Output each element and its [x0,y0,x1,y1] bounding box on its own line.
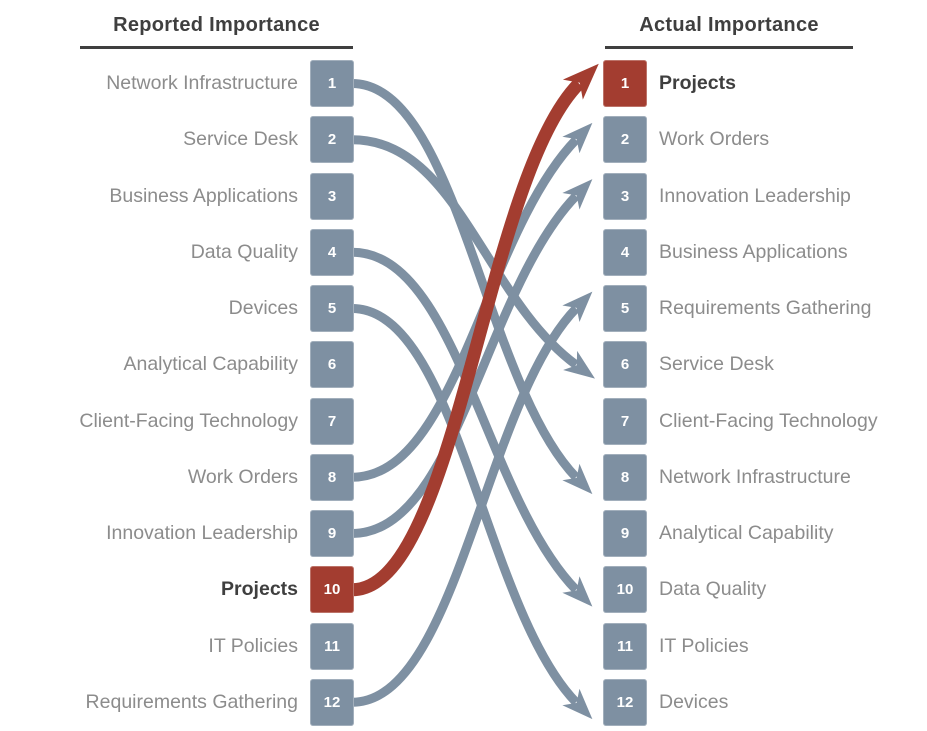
flow-arrow-9-to-3 [351,179,593,538]
rank-box-right-2: 2 [603,116,647,164]
rank-box-left-3: 3 [310,172,354,220]
rank-box-left-2: 2 [310,116,354,164]
rank-box-left-7: 7 [310,397,354,445]
flow-arrow-8-to-2 [351,122,593,482]
item-label-right-3: Innovation Leadership [659,184,851,207]
rank-box-right-3: 3 [603,172,647,220]
item-label-left-12: Requirements Gathering [85,690,298,713]
rank-box-right-4: 4 [603,228,647,276]
flow-arrow-1-to-8 [351,79,593,495]
flow-arrow-12-to-5 [351,291,593,707]
rank-box-left-9: 9 [310,510,354,557]
item-label-right-7: Client-Facing Technology [659,409,878,432]
rank-box-left-4: 4 [310,228,354,276]
actual-title-underline [605,46,853,49]
item-label-left-8: Work Orders [187,465,298,488]
flow-arrow-2-to-6 [351,135,595,379]
rank-box-left-11: 11 [310,622,354,670]
item-label-right-5: Requirements Gathering [659,297,872,319]
item-label-left-6: Analytical Capability [123,353,298,376]
item-label-right-6: Service Desk [659,353,774,376]
rank-box-left-8: 8 [310,453,354,501]
item-label-right-10: Data Quality [659,578,767,601]
item-label-right-4: Business Applications [659,240,848,263]
item-label-left-7: Client-Facing Technology [79,409,298,432]
rank-box-right-12: 12 [603,678,647,726]
rank-box-right-11: 11 [603,622,647,670]
flow-arrow-5-to-12 [351,304,593,720]
rank-box-left-12: 12 [310,678,354,726]
rank-box-left-5: 5 [310,285,354,332]
rank-box-left-1: 1 [310,60,354,107]
item-label-left-4: Data Quality [190,240,298,263]
item-label-right-12: Devices [659,690,729,713]
rank-box-right-8: 8 [603,453,647,501]
rank-box-right-9: 9 [603,510,647,557]
rank-box-left-10: 10 [310,566,354,614]
rank-box-left-6: 6 [310,341,354,389]
item-label-left-3: Business Applications [109,184,298,207]
actual-importance-title: Actual Importance [639,14,819,36]
reported-title-underline [80,46,353,49]
item-label-left-5: Devices [228,297,298,319]
item-label-left-9: Innovation Leadership [106,522,298,544]
item-label-right-8: Network Infrastructure [659,465,851,488]
item-label-right-1: Projects [659,72,736,94]
item-label-right-2: Work Orders [659,128,770,151]
rank-box-right-1: 1 [603,60,647,107]
item-label-left-2: Service Desk [183,128,298,151]
item-label-right-9: Analytical Capability [659,522,834,544]
item-label-left-10: Projects [221,578,298,601]
reported-importance-title: Reported Importance [113,14,320,36]
item-label-right-11: IT Policies [659,634,749,657]
flow-arrow-highlight-10-to-1 [351,63,599,597]
rank-box-right-5: 5 [603,285,647,332]
item-label-left-1: Network Infrastructure [106,72,298,94]
rank-box-right-10: 10 [603,566,647,614]
rank-box-right-6: 6 [603,341,647,389]
rank-box-right-7: 7 [603,397,647,445]
item-label-left-11: IT Policies [208,634,298,657]
